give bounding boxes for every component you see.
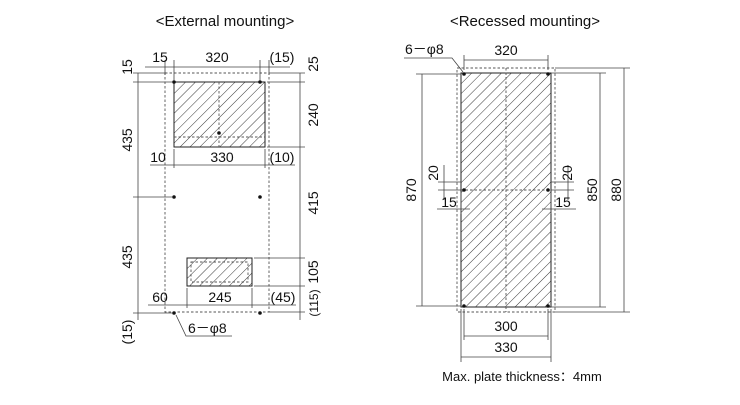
dim-850: 850 xyxy=(584,178,600,202)
hole-marker xyxy=(546,72,550,76)
hole-marker xyxy=(217,131,221,135)
dim-right-115: (115) xyxy=(307,289,321,316)
dim-right-15: 15 xyxy=(555,194,571,210)
hole-marker xyxy=(258,195,262,199)
dim-right-20: 20 xyxy=(559,165,575,181)
recessed-mounting: <Recessed mounting> 320 6－φ8 870 20 xyxy=(403,13,630,384)
leader-line xyxy=(404,57,464,73)
dim-880: 880 xyxy=(608,178,624,202)
hole-marker xyxy=(546,304,550,308)
external-title: <External mounting> xyxy=(156,13,295,30)
external-lower-cutout xyxy=(186,257,253,287)
dim-245: 245 xyxy=(208,289,232,305)
external-panel-outline xyxy=(164,72,270,313)
external-upper-cutout xyxy=(173,81,266,148)
dim-320: 320 xyxy=(205,49,229,65)
recessed-hole-label: 6－φ8 xyxy=(405,41,444,57)
hole-marker xyxy=(546,188,550,192)
plate-thickness-note: Max. plate thickness：4mm xyxy=(442,369,602,384)
dim-10-paren: (10) xyxy=(270,149,295,165)
external-hole-label: 6－φ8 xyxy=(188,320,227,336)
dim-15: 15 xyxy=(152,49,168,65)
dim-60: 60 xyxy=(152,289,168,305)
dim-45-paren: (45) xyxy=(271,289,296,305)
leader-line xyxy=(175,314,232,337)
dim-right-105: 105 xyxy=(305,260,321,284)
dim-left-435a: 435 xyxy=(119,128,135,152)
dim-right-415: 415 xyxy=(305,191,321,215)
hole-marker xyxy=(462,188,466,192)
external-lower-inner xyxy=(190,261,249,283)
hole-marker xyxy=(172,80,176,84)
dim-right-240: 240 xyxy=(305,103,321,127)
dim-15-paren: (15) xyxy=(270,49,295,65)
hole-marker xyxy=(258,311,262,315)
dim-10: 10 xyxy=(150,149,166,165)
hole-marker xyxy=(258,80,262,84)
dim-330: 330 xyxy=(494,339,518,355)
dim-right-25: 25 xyxy=(305,56,321,72)
hole-marker xyxy=(462,72,466,76)
hole-marker xyxy=(172,195,176,199)
external-mounting: <External mounting> 15 320 (15) 1 xyxy=(119,13,321,344)
dim-left-15: 15 xyxy=(119,59,135,75)
dim-left-20: 20 xyxy=(425,165,441,181)
hole-marker xyxy=(462,304,466,308)
dim-left-15: 15 xyxy=(441,194,457,210)
dim-left-15b: (15) xyxy=(119,320,135,345)
dim-870: 870 xyxy=(403,178,419,202)
dim-300: 300 xyxy=(494,318,518,334)
hole-marker xyxy=(172,311,176,315)
dim-330: 330 xyxy=(210,149,234,165)
dim-320: 320 xyxy=(494,42,518,58)
recessed-title: <Recessed mounting> xyxy=(450,13,600,30)
dim-left-435b: 435 xyxy=(119,245,135,269)
